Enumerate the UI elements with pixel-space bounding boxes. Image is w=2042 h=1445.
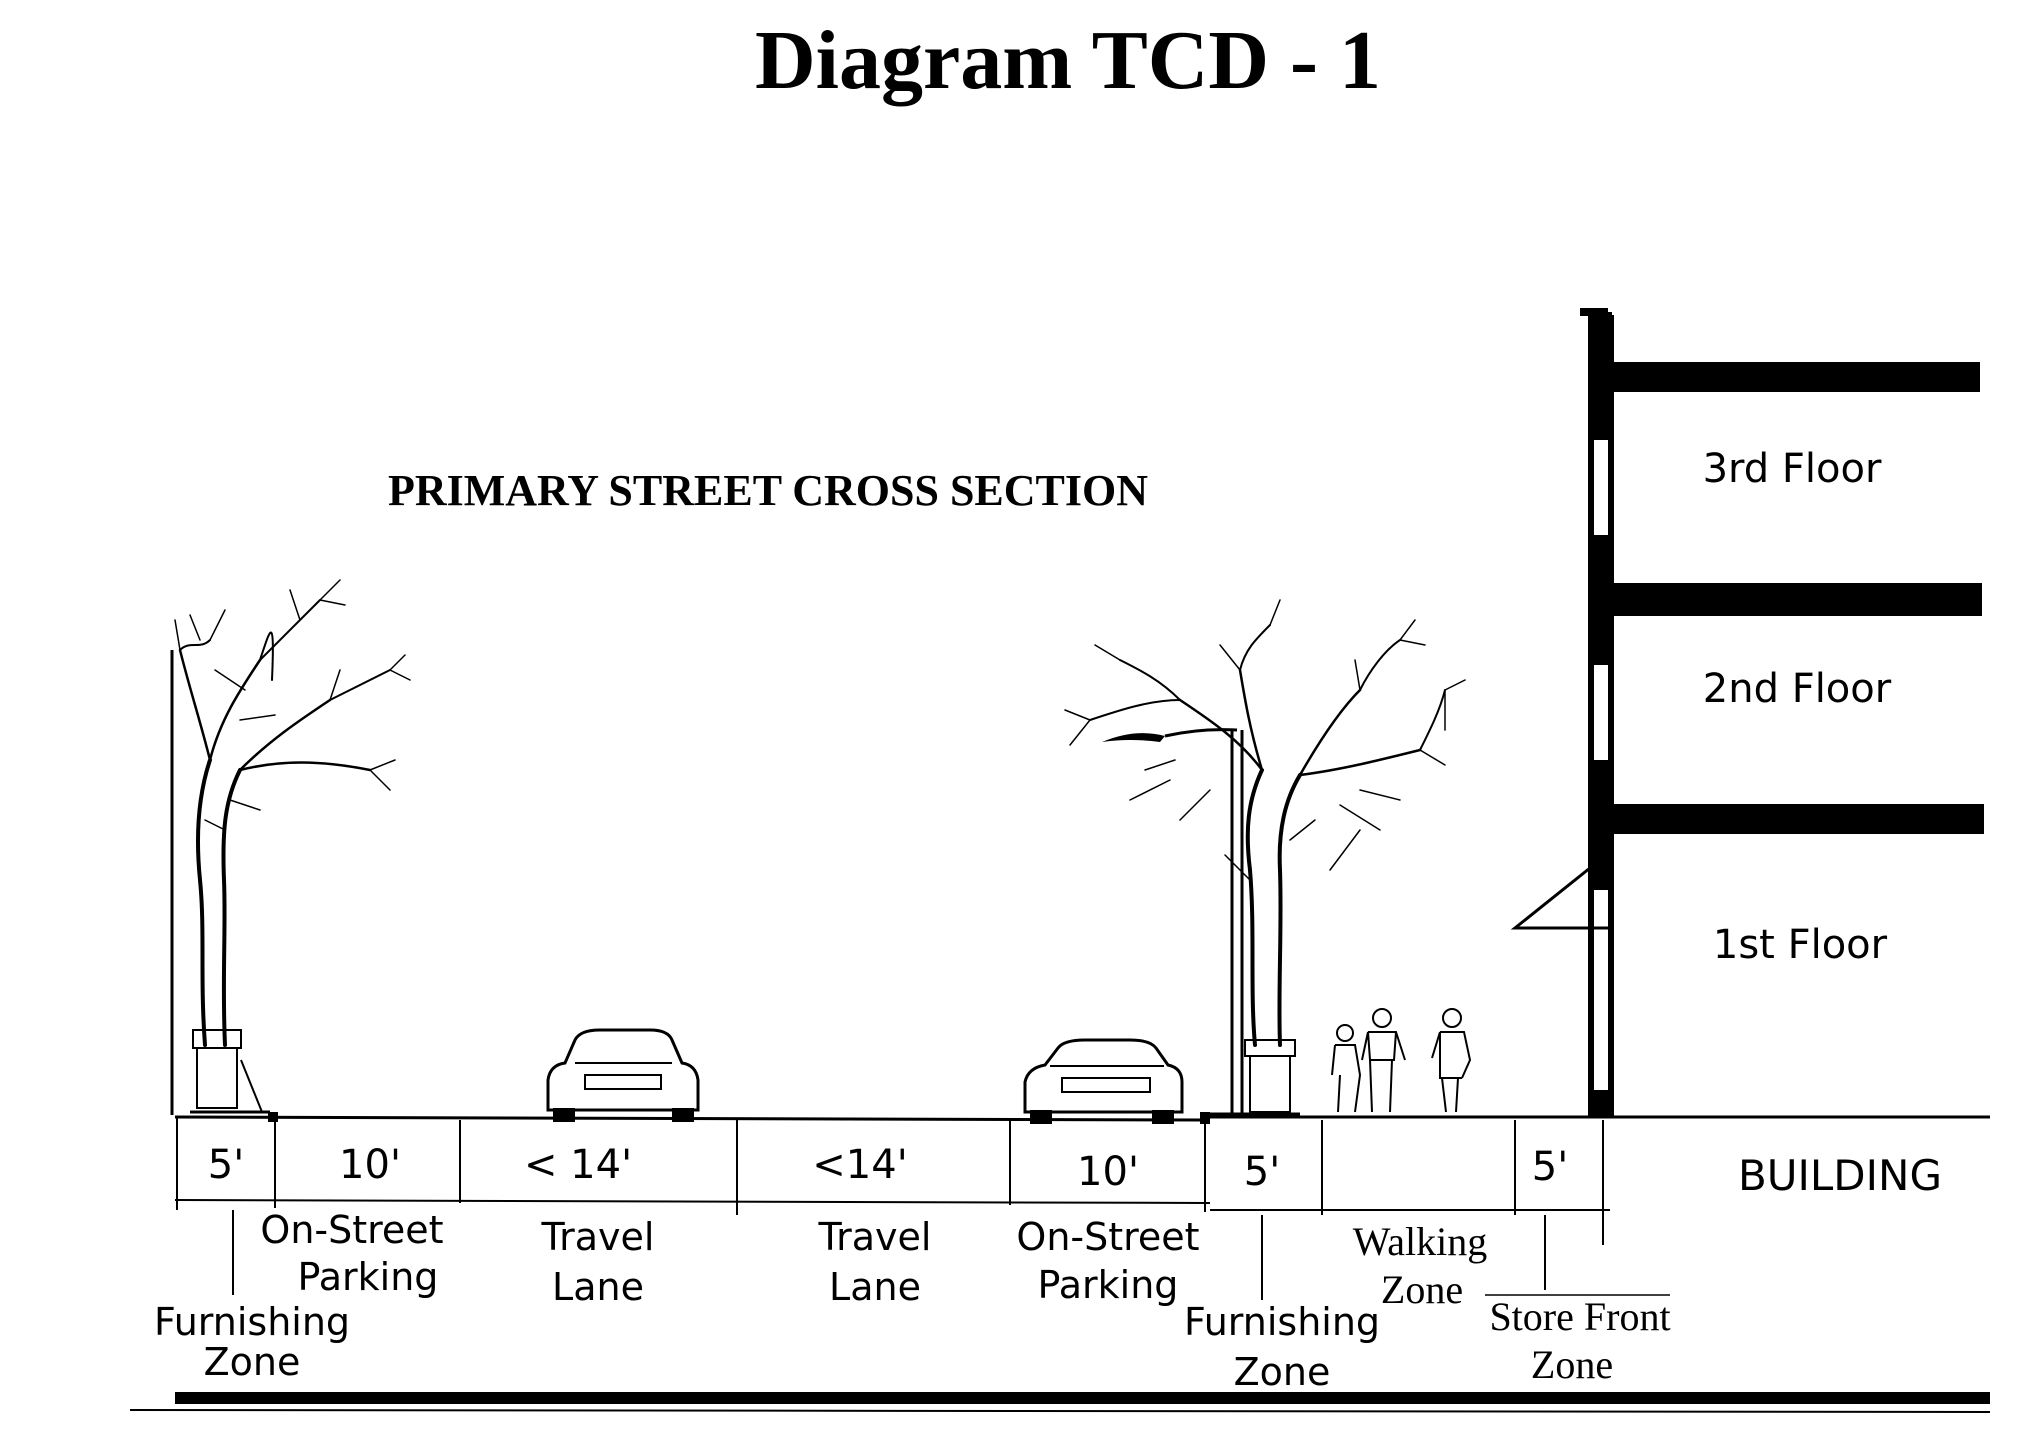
segment-label-parking-right-1: On-Street	[1016, 1215, 1199, 1259]
building-section: 3rd Floor 2nd Floor 1st Floor	[1510, 308, 1984, 1118]
dimension-bar	[174, 1117, 1670, 1300]
floor-label-3: 3rd Floor	[1703, 446, 1882, 492]
floor-slab-2	[1600, 804, 1984, 834]
diagram-title: Diagram TCD - 1	[755, 14, 1381, 107]
segment-label-parking-right-2: Parking	[1038, 1263, 1179, 1307]
segment-label-travel-lane-right-1: Travel	[818, 1215, 932, 1259]
segment-width-travel-lane-left: < 14'	[524, 1142, 632, 1188]
segment-label-parking-left-2: Parking	[298, 1255, 439, 1299]
segment-label-travel-lane-left-1: Travel	[541, 1215, 655, 1259]
segment-label-furnishing-left-1: Furnishing	[154, 1300, 350, 1344]
segment-label-walking-zone-2: Zone	[1381, 1267, 1463, 1312]
ground-line	[174, 1112, 1990, 1124]
segment-label-storefront-2: Zone	[1531, 1342, 1613, 1387]
segment-label-parking-left-1: On-Street	[260, 1208, 443, 1252]
segment-label-furnishing-right-1: Furnishing	[1184, 1300, 1380, 1344]
storefront-awning	[1510, 858, 1612, 930]
segment-width-furnishing-left: 5'	[208, 1142, 244, 1188]
pedestrians	[1331, 1008, 1472, 1113]
segment-width-travel-lane-right: <14'	[812, 1142, 907, 1188]
building-label: BUILDING	[1738, 1151, 1942, 1200]
segment-label-travel-lane-right-2: Lane	[829, 1265, 921, 1309]
segment-label-travel-lane-left-2: Lane	[552, 1265, 644, 1309]
segment-width-parking-right: 10'	[1077, 1149, 1139, 1195]
segment-label-furnishing-left-2: Zone	[204, 1340, 301, 1384]
street-tree-left	[170, 579, 411, 1115]
segment-label-walking-zone-1: Walking	[1353, 1219, 1488, 1264]
segment-width-storefront: 5'	[1532, 1144, 1568, 1190]
segment-width-furnishing-right: 5'	[1244, 1149, 1280, 1195]
car-parked	[1023, 1038, 1184, 1124]
floor-slab-roof	[1600, 362, 1980, 392]
floor-label-2: 2nd Floor	[1703, 666, 1892, 712]
floor-slab-3	[1600, 583, 1982, 616]
section-subtitle: PRIMARY STREET CROSS SECTION	[388, 466, 1148, 515]
street-tree-right	[1064, 599, 1466, 1116]
segment-label-furnishing-right-2: Zone	[1234, 1350, 1331, 1394]
car-travel-lane	[546, 1028, 700, 1122]
street-light	[1102, 728, 1244, 1115]
segment-width-parking-left: 10'	[339, 1142, 401, 1188]
segment-label-storefront-1: Store Front	[1489, 1294, 1670, 1339]
diagram-baseline	[175, 1392, 1990, 1404]
floor-label-1: 1st Floor	[1713, 922, 1888, 968]
